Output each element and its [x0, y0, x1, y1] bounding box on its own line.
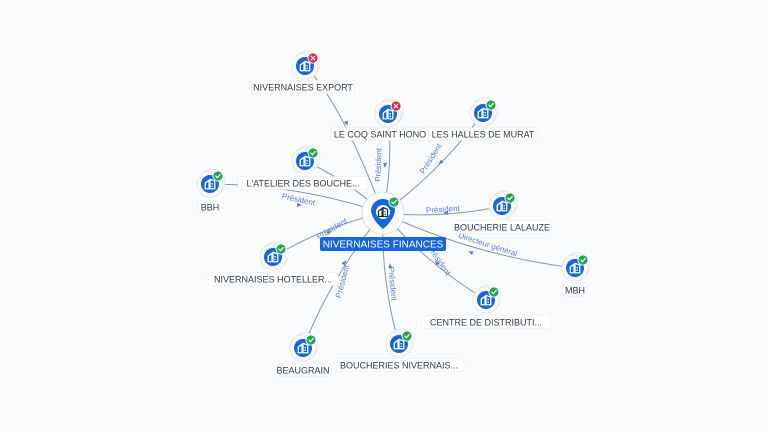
edge-arrow [296, 202, 302, 207]
company-node[interactable]: BBH [196, 168, 226, 214]
company-name: BOUCHERIES NIVERNAIS... [340, 361, 458, 371]
node-label-bg [452, 220, 552, 234]
active-check-icon [485, 99, 497, 111]
edge-arrow [383, 162, 388, 168]
building-icon [299, 155, 311, 167]
building-icon [382, 108, 394, 120]
active-check-icon [504, 192, 516, 204]
company-name: LES HALLES DE MURAT [432, 130, 535, 140]
edge-arrow [326, 231, 332, 235]
company-name: BOUCHERIE LALAUZE [454, 223, 550, 233]
edge-arrow [438, 159, 444, 165]
company-node[interactable]: BOUCHERIES NIVERNAIS... [333, 328, 465, 372]
company-node[interactable]: CENTRE DE DISTRIBUTI... [420, 284, 552, 329]
company-node[interactable]: NIVERNAISES HOTELLER... [207, 241, 339, 286]
company-node[interactable]: BEAUGRAIN [274, 332, 332, 377]
company-name: L'ATELIER DES BOUCHE... [246, 179, 359, 189]
node-label-bg [562, 283, 588, 297]
company-name: CENTRE DE DISTRIBUTI... [430, 318, 542, 328]
company-name: NIVERNAISES EXPORT [253, 83, 353, 93]
active-check-icon [577, 254, 589, 266]
edge-arrow [388, 263, 393, 269]
node-label-bg [197, 200, 223, 214]
active-check-icon [388, 196, 400, 208]
company-node[interactable]: NIVERNAISES EXPORT [251, 50, 356, 94]
company-node[interactable]: MBH [561, 252, 591, 297]
relation-edge [382, 212, 576, 269]
edge-arrow [468, 251, 474, 256]
node-label-bg [428, 127, 538, 141]
company-node[interactable]: L'ATELIER DES BOUCHE... [237, 145, 369, 190]
building-icon [377, 206, 389, 218]
active-check-icon [212, 170, 224, 182]
node-label-bg [274, 363, 332, 377]
nodes-layer: NIVERNAISES EXPORT LE COQ SAINT HONO LES H… [196, 50, 591, 377]
inactive-cross-icon [307, 52, 319, 64]
node-label-bg [251, 80, 356, 94]
building-icon [299, 60, 311, 72]
edge-role-label: Président [418, 141, 444, 175]
company-name: NIVERNAISES HOTELLER... [214, 275, 332, 285]
building-icon [569, 262, 581, 274]
company-name: BEAUGRAIN [276, 366, 329, 376]
node-label-bg [420, 315, 552, 329]
edge-arrow [443, 211, 448, 215]
building-icon [267, 251, 279, 263]
center-node[interactable]: NIVERNAISES FINANCES [320, 191, 446, 251]
building-icon [496, 200, 508, 212]
edge-role-label: Président [373, 147, 383, 182]
building-icon [480, 294, 492, 306]
company-name: MBH [565, 286, 585, 296]
edge-arrow [344, 120, 348, 126]
active-check-icon [307, 147, 319, 159]
center-label-bg [320, 237, 446, 251]
company-node[interactable]: LES HALLES DE MURAT [428, 97, 538, 141]
edge-arrow [434, 260, 440, 266]
active-check-icon [401, 330, 413, 342]
active-check-icon [305, 334, 317, 346]
company-name: LE COQ SAINT HONO [334, 130, 426, 140]
company-name: BBH [201, 203, 220, 213]
edge-role-label: Président [387, 267, 399, 302]
edge-role-label: Président [426, 204, 461, 215]
building-icon [477, 107, 489, 119]
node-label-bg [207, 272, 339, 286]
node-label-bg [237, 176, 369, 190]
edge-arrow [341, 260, 347, 266]
company-node[interactable]: LE COQ SAINT HONO [330, 98, 430, 141]
active-check-icon [275, 243, 287, 255]
center-company-name: NIVERNAISES FINANCES [323, 240, 444, 251]
building-icon [297, 342, 309, 354]
active-check-icon [488, 286, 500, 298]
inactive-cross-icon [390, 100, 402, 112]
node-label-bg [333, 358, 465, 372]
company-node[interactable]: BOUCHERIE LALAUZE [452, 190, 552, 234]
building-icon [393, 338, 405, 350]
building-icon [204, 178, 216, 190]
